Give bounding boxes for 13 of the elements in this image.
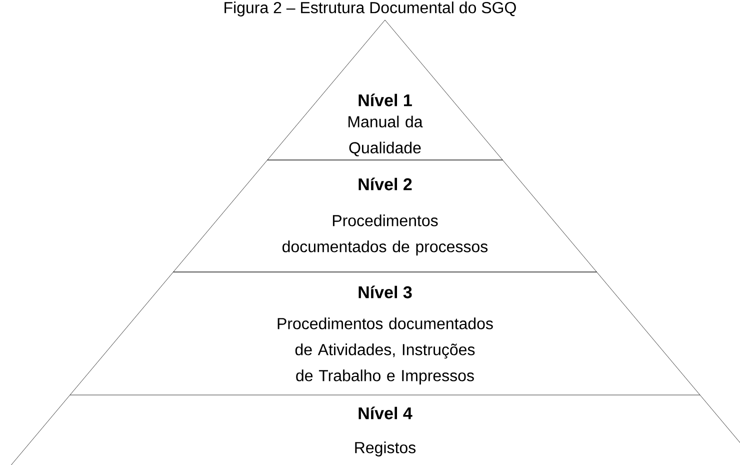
level-heading: Nível 4: [358, 406, 412, 420]
level-heading: Nível 1: [358, 94, 412, 106]
figure-title: Figura 2 – Estrutura Documental do SGQ: [224, 2, 516, 16]
level-description: Procedimentos documentados de Atividades, Instruções de Trabalho e Impressos: [278, 318, 493, 384]
level-description: Manual da Qualidade: [348, 116, 423, 156]
level-description: Registos: [355, 442, 416, 456]
pyramid-level: [70, 272, 700, 396]
level-heading: Nível 2: [358, 178, 412, 190]
pyramid-level: [267, 20, 503, 160]
pyramid-level: [173, 160, 597, 272]
level-description: Procedimentos documentados de processos: [282, 214, 488, 256]
level-heading: Nível 3: [358, 286, 412, 298]
pyramid-level: [11, 394, 740, 465]
